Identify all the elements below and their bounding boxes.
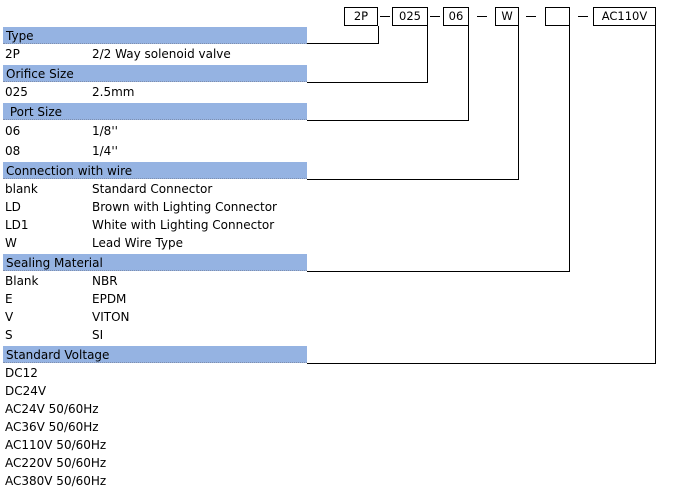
option-code: LD [5, 200, 21, 214]
option-description: 2/2 Way solenoid valve [92, 47, 231, 61]
section-header-orifice-size: Orifice Size [3, 65, 307, 82]
option-description: EPDM [92, 292, 127, 306]
connector-line [468, 26, 469, 120]
option-code: LD1 [5, 218, 29, 232]
connector-line [427, 26, 428, 82]
section-header-connection: Connection with wire [3, 162, 307, 179]
code-box-orifice: 025 [392, 7, 428, 26]
connector-line [307, 271, 570, 272]
section-header-standard-voltage: Standard Voltage [3, 346, 307, 363]
code-dash [430, 16, 440, 17]
section-header-type: Type [3, 27, 307, 44]
option-code: DC12 [5, 366, 38, 380]
option-description: NBR [92, 274, 118, 288]
option-code: DC24V [5, 384, 47, 398]
option-description: VITON [92, 310, 130, 324]
connector-line [307, 363, 656, 364]
connector-line [378, 26, 379, 43]
option-code: 2P [5, 47, 20, 61]
connector-line [307, 179, 519, 180]
option-code: 08 [5, 144, 21, 158]
option-description: Lead Wire Type [92, 236, 184, 250]
option-code: V [5, 310, 14, 324]
code-dash [477, 16, 487, 17]
option-code: Blank [5, 274, 39, 288]
connector-line [307, 43, 379, 44]
code-box-seal [545, 7, 570, 26]
option-code: blank [5, 182, 38, 196]
section-header-sealing-material: Sealing Material [3, 254, 307, 271]
code-dash [578, 16, 588, 17]
code-box-type: 2P [344, 7, 378, 26]
code-box-connection: W [495, 7, 519, 26]
option-description: SI [92, 328, 104, 342]
option-code: 06 [5, 124, 21, 138]
option-code: W [5, 236, 17, 250]
section-header-port-size: Port Size [3, 103, 307, 120]
connector-line [518, 26, 519, 179]
option-description: 1/4'' [92, 144, 118, 158]
code-box-port: 06 [443, 7, 469, 26]
option-code: AC110V 50/60Hz [5, 438, 107, 452]
option-code: AC24V 50/60Hz [5, 402, 99, 416]
option-code: AC380V 50/60Hz [5, 474, 107, 488]
code-dash [526, 16, 536, 17]
option-description: Standard Connector [92, 182, 213, 196]
connector-line [307, 82, 428, 83]
connector-line [307, 120, 469, 121]
option-code: AC220V 50/60Hz [5, 456, 107, 470]
code-dash [380, 16, 390, 17]
option-description: White with Lighting Connector [92, 218, 275, 232]
connector-line [569, 26, 570, 271]
option-description: 2.5mm [92, 85, 135, 99]
option-code: S [5, 328, 13, 342]
code-box-voltage: AC110V [593, 7, 656, 26]
option-code: AC36V 50/60Hz [5, 420, 99, 434]
option-code: 025 [5, 85, 28, 99]
option-code: E [5, 292, 13, 306]
option-description: 1/8'' [92, 124, 118, 138]
option-description: Brown with Lighting Connector [92, 200, 277, 214]
connector-line [655, 26, 656, 363]
